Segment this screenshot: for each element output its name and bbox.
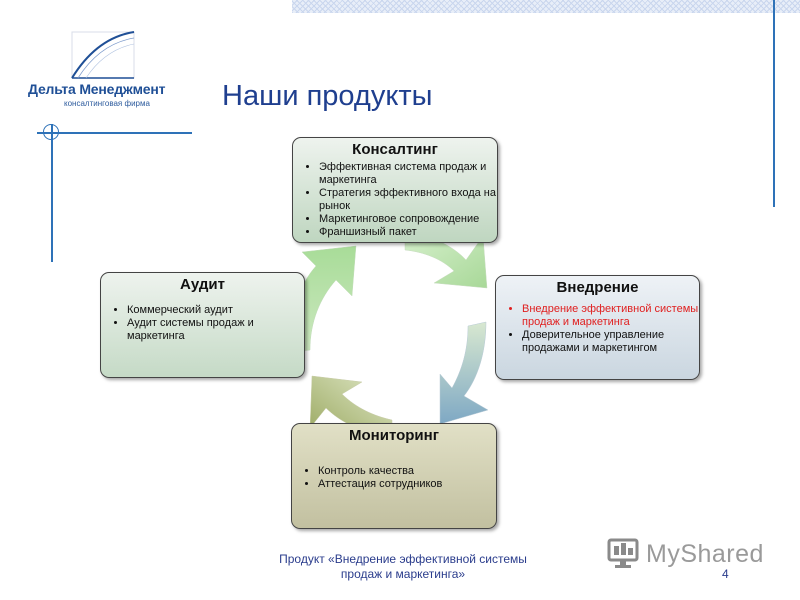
decorative-ring xyxy=(43,124,59,140)
monitoring-list: Контроль качества Аттестация сотрудников xyxy=(292,465,496,491)
logo-curve-icon xyxy=(71,31,135,79)
monitor-icon xyxy=(607,538,639,568)
audit-item: Коммерческий аудит xyxy=(127,304,304,317)
implementation-item-highlighted: Внедрение эффективной системы продаж и м… xyxy=(522,303,699,329)
audit-item: Аудит системы продаж и маркетинга xyxy=(127,317,304,343)
decorative-line-horizontal xyxy=(37,132,192,134)
consulting-box: Консалтинг Эффективная система продаж и … xyxy=(292,137,498,243)
consulting-item: Маркетинговое сопровождение xyxy=(319,213,497,226)
decorative-line-right xyxy=(773,0,775,207)
consulting-list: Эффективная система продаж и маркетинга … xyxy=(293,161,497,239)
implementation-list: Внедрение эффективной системы продаж и м… xyxy=(496,303,699,355)
top-decorative-band xyxy=(292,0,800,13)
consulting-item: Франшизный пакет xyxy=(319,226,497,239)
cycle-arrow-right-bottom xyxy=(439,321,489,425)
monitoring-item: Аттестация сотрудников xyxy=(318,478,496,491)
watermark-text: MyShared xyxy=(646,540,764,568)
logo-company-name: Дельта Менеджмент xyxy=(28,81,166,97)
logo-company-subtitle: консалтинговая фирма xyxy=(64,99,150,108)
footer-caption: Продукт «Внедрение эффективной системы п… xyxy=(279,552,527,581)
consulting-item: Стратегия эффективного входа на рынок xyxy=(319,187,497,213)
consulting-title: Консалтинг xyxy=(352,141,438,158)
implementation-title: Внедрение xyxy=(556,279,639,296)
consulting-item: Эффективная система продаж и маркетинга xyxy=(319,161,497,187)
page-title: Наши продукты xyxy=(222,80,433,112)
audit-title: Аудит xyxy=(180,276,225,293)
implementation-item: Доверительное управление продажами и мар… xyxy=(522,329,699,355)
slide-number: 4 xyxy=(722,567,729,581)
decorative-line-left xyxy=(51,124,53,262)
watermark-logo: MyShared xyxy=(606,536,766,572)
audit-list: Коммерческий аудит Аудит системы продаж … xyxy=(101,304,304,343)
monitoring-box: Мониторинг Контроль качества Аттестация … xyxy=(291,423,497,529)
monitoring-title: Мониторинг xyxy=(349,427,439,444)
company-logo: Дельта Менеджмент консалтинговая фирма xyxy=(28,28,188,110)
audit-box: Аудит Коммерческий аудит Аудит системы п… xyxy=(100,272,305,378)
monitoring-item: Контроль качества xyxy=(318,465,496,478)
implementation-box: Внедрение Внедрение эффективной системы … xyxy=(495,275,700,380)
